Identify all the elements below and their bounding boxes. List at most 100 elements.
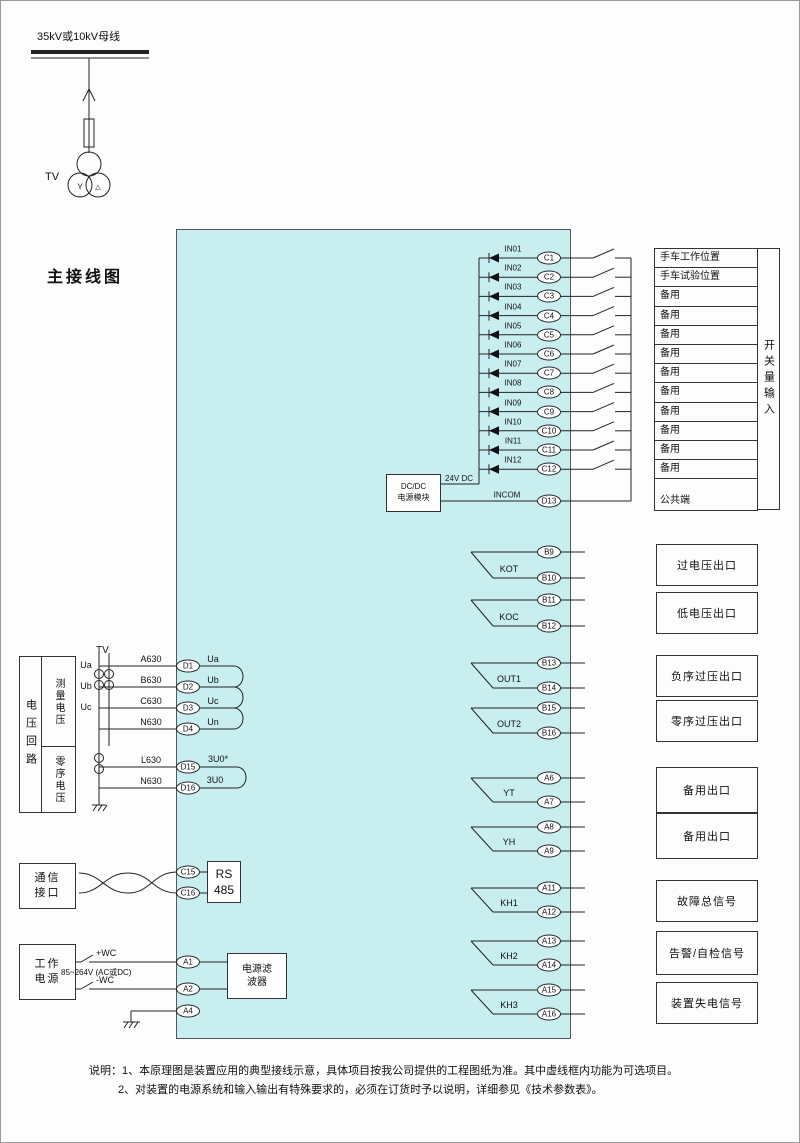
tv-transformer-symbol [67, 151, 111, 198]
rs485-label-line1: RS [215, 866, 233, 881]
input-desc-cell: 备用 [655, 307, 757, 326]
wire-label: B630 [140, 675, 162, 685]
pin-label: Uc [207, 696, 219, 706]
phase-ua-label: Ua [80, 660, 92, 670]
input-signal-label: IN01 [504, 244, 522, 254]
output-terminal: B11 [537, 593, 561, 607]
input-signal-label: IN05 [504, 321, 522, 331]
dc-dc-wires [441, 258, 632, 502]
input-desc-cell: 备用 [655, 345, 757, 365]
input-desc-cell: 备用 [655, 364, 757, 384]
tv-winding-delta-symbol: △ [95, 184, 101, 191]
voltage-input-wires [99, 665, 177, 789]
power-label-line2: 电源 [34, 973, 61, 985]
output-terminal: B13 [537, 656, 561, 670]
comm-interface-box: 通信 接口 [19, 863, 76, 909]
comm-label-line2: 接口 [34, 887, 61, 899]
incoming-feeder-symbol [82, 58, 96, 153]
bus-label: 35kV或10kV母线 [37, 31, 121, 43]
filter-label-line1: 电源滤 [242, 963, 272, 975]
input-terminal: C2 [537, 270, 561, 284]
power-label-line1: 工作 [34, 958, 61, 971]
output-name-label: KOT [499, 564, 519, 574]
input-terminal: C10 [537, 424, 561, 438]
output-name-label: KOC [499, 612, 519, 622]
voltage-terminal: D3 [176, 701, 200, 715]
input-terminal: C1 [537, 251, 561, 265]
input-desc-cell: 备用 [655, 441, 757, 461]
input-desc-cell: 备用 [655, 287, 757, 307]
output-contact-group [470, 551, 585, 579]
rs485-label-line2: 485 [213, 883, 235, 897]
dcdc-label-line1: DC/DC [400, 482, 427, 492]
note-line-1: 说明：1、本原理图是装置应用的典型接线示意，具体项目按我公司提供的工程图纸为准。… [89, 1065, 679, 1077]
digital-input-row [479, 363, 631, 379]
pt-secondary-symbol [92, 653, 114, 812]
digital-input-row [479, 421, 631, 436]
input-common-cell: 公共端 [660, 495, 690, 507]
digital-input-row [479, 248, 631, 263]
input-desc-cell: 备用 [655, 326, 757, 345]
output-terminal: A8 [537, 820, 561, 834]
input-signal-label: IN09 [504, 398, 522, 408]
voltage-terminal: D2 [176, 680, 200, 694]
output-contact-group [470, 707, 585, 734]
output-name-label: YT [503, 788, 515, 798]
filter-label-line2: 波器 [247, 977, 267, 988]
voltage-circuit-box: 电压回路 测量电压 零序电压 [19, 656, 76, 813]
dcdc-label-line2: 电源模块 [397, 493, 430, 502]
digital-input-row [479, 402, 631, 417]
power-plus-label: +WC [96, 948, 117, 958]
power-terminal: A4 [176, 1004, 200, 1018]
pin-label: 3U0* [207, 754, 229, 764]
output-name-label: OUT1 [496, 674, 522, 684]
output-terminal: B15 [537, 701, 561, 715]
output-contact-group [470, 826, 585, 852]
measure-voltage-label: 测量电压 [42, 657, 75, 747]
output-terminal: A14 [537, 958, 561, 972]
voltage-terminal: D15 [176, 760, 200, 774]
power-range-label: 85~264V (AC或DC) [61, 968, 132, 977]
wire-label: C630 [140, 696, 162, 706]
input-terminal: C8 [537, 385, 561, 399]
output-terminal: B14 [537, 681, 561, 695]
input-terminal: C7 [537, 366, 561, 380]
digital-input-row [479, 325, 631, 340]
input-signal-label: IN12 [504, 455, 522, 465]
power-supply-wires [76, 954, 227, 1029]
voltage-terminal: D1 [176, 659, 200, 673]
dcdc-module-box: DC/DC 电源模块 [386, 474, 441, 512]
output-name-label: KH1 [500, 898, 518, 908]
digital-input-row [479, 286, 631, 302]
phase-ub-label: Ub [80, 681, 92, 691]
output-name-label: YH [502, 837, 516, 847]
digital-input-row [479, 459, 631, 475]
tv-winding-y-symbol: Y [77, 182, 83, 192]
comm-label-line1: 通信 [34, 872, 61, 885]
input-terminal: C4 [537, 309, 561, 323]
output-contact-group [470, 940, 585, 966]
diagram-title: 主接线图 [47, 269, 124, 286]
output-contact-group [470, 989, 585, 1015]
output-desc-box: 负序过压出口 [656, 655, 758, 697]
working-power-box: 工作 电源 [19, 944, 76, 1000]
power-filter-box: 电源滤 波器 [227, 953, 287, 999]
voltage-terminal: D16 [176, 781, 200, 795]
twisted-pair-symbol [78, 871, 207, 894]
pin-label: Ub [207, 675, 219, 685]
output-desc-box: 告警/自检信号 [656, 931, 758, 975]
output-contact-group [470, 887, 585, 913]
comm-terminal: C16 [176, 886, 200, 900]
input-signal-label: IN07 [504, 359, 522, 369]
input-signal-label: IN06 [504, 340, 522, 350]
output-contact-group [470, 599, 585, 627]
power-terminal: A2 [176, 982, 200, 996]
output-terminal: A6 [537, 771, 561, 785]
input-desc-cell: 备用 [655, 403, 757, 422]
output-terminal: A9 [537, 844, 561, 858]
tv-label: TV [45, 171, 60, 183]
output-desc-box: 备用出口 [656, 767, 758, 813]
device-box [176, 229, 571, 1039]
